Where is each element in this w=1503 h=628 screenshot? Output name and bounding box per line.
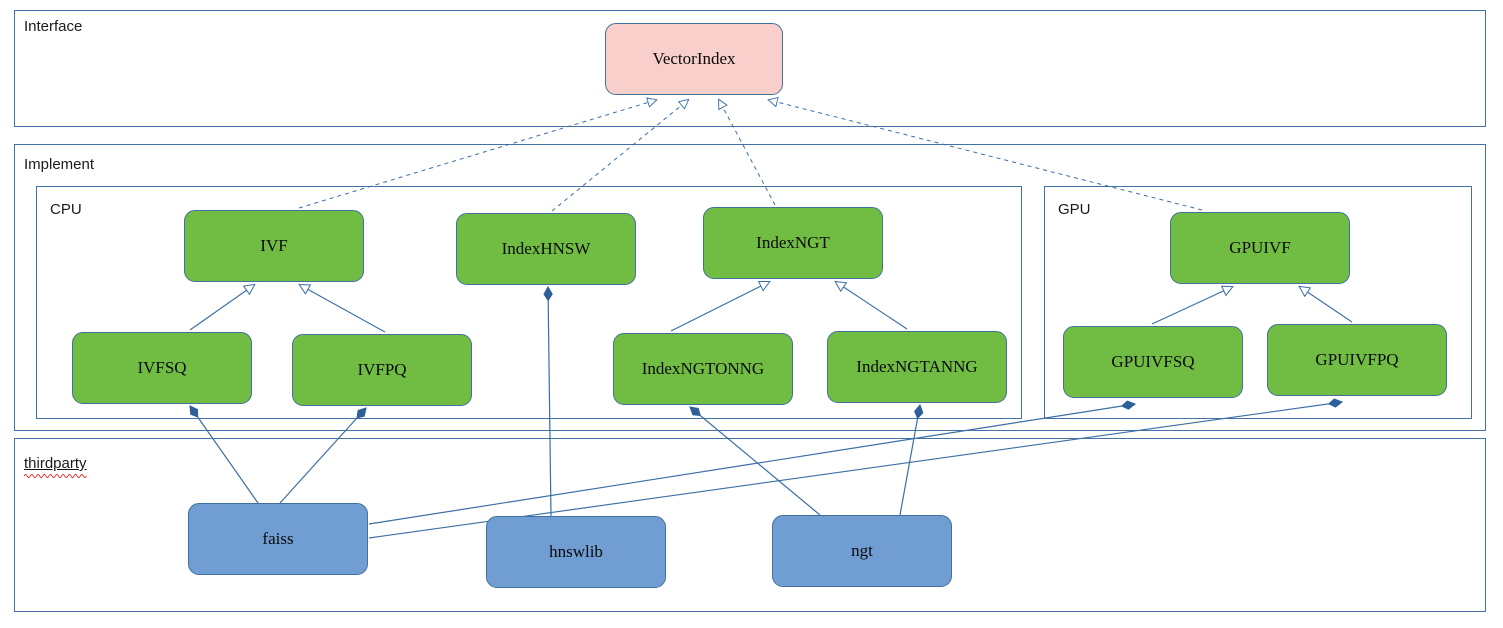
node-indexhnsw[interactable]: IndexHNSW: [456, 213, 636, 285]
node-label: IVFSQ: [137, 357, 187, 377]
node-label: IVF: [260, 235, 288, 255]
node-label: IVFPQ: [357, 359, 407, 379]
node-indexngt[interactable]: IndexNGT: [703, 207, 883, 279]
group-label-cpu: CPU: [50, 201, 82, 218]
node-gpuivf[interactable]: GPUIVF: [1170, 212, 1350, 284]
node-label: ngt: [851, 540, 873, 560]
node-ivfpq[interactable]: IVFPQ: [292, 334, 472, 406]
node-faiss[interactable]: faiss: [188, 503, 368, 575]
group-label-gpu: GPU: [1058, 201, 1091, 218]
node-label: IndexNGTONNG: [641, 358, 765, 378]
node-gpuivfsq[interactable]: GPUIVFSQ: [1063, 326, 1243, 398]
node-indexngtanng[interactable]: IndexNGTANNG: [827, 331, 1007, 403]
node-label: GPUIVFPQ: [1315, 349, 1399, 369]
group-label-thirdparty-text: thirdparty: [24, 455, 87, 472]
node-label: IndexNGTANNG: [856, 356, 978, 376]
node-label: IndexHNSW: [501, 238, 591, 258]
node-label: GPUIVFSQ: [1111, 351, 1195, 371]
node-gpuivfpq[interactable]: GPUIVFPQ: [1267, 324, 1447, 396]
node-vectorindex[interactable]: VectorIndex: [605, 23, 783, 95]
node-label: GPUIVF: [1229, 237, 1291, 257]
node-label: VectorIndex: [652, 48, 736, 68]
node-indexngtonng[interactable]: IndexNGTONNG: [613, 333, 793, 405]
node-label: faiss: [262, 528, 294, 548]
node-ngt[interactable]: ngt: [772, 515, 952, 587]
node-ivf[interactable]: IVF: [184, 210, 364, 282]
node-label: IndexNGT: [756, 232, 830, 252]
node-hnswlib[interactable]: hnswlib: [486, 516, 666, 588]
spellcheck-squiggle-icon: [24, 473, 87, 478]
group-label-interface: Interface: [24, 18, 83, 35]
node-ivfsq[interactable]: IVFSQ: [72, 332, 252, 404]
group-label-thirdparty: thirdparty: [24, 455, 87, 478]
group-label-implement: Implement: [24, 156, 95, 173]
node-label: hnswlib: [549, 541, 603, 561]
